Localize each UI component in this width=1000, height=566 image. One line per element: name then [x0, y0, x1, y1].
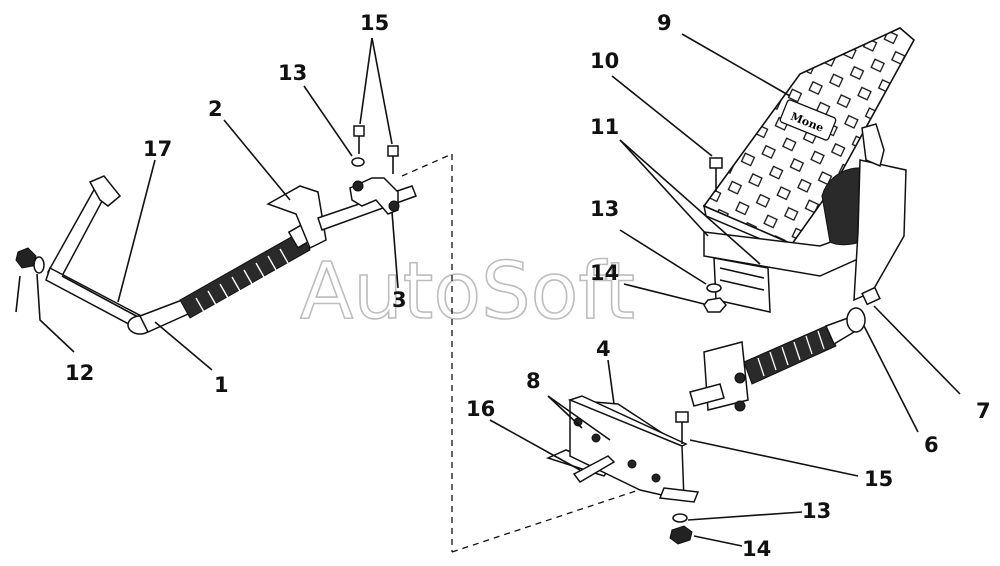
- callout-3: 3: [392, 288, 407, 312]
- leader-lines-right: [489, 33, 961, 547]
- rod-end-1: [127, 299, 189, 335]
- callout-8: 8: [526, 369, 541, 393]
- lever-arm-17: [45, 175, 146, 332]
- watermark: AutoSoft: [300, 247, 635, 337]
- callout-2: 2: [208, 97, 223, 121]
- spring-assembly: [689, 286, 881, 412]
- callout-15-right: 15: [864, 467, 893, 491]
- bracket-2: [266, 185, 327, 250]
- callout-15-top: 15: [360, 11, 389, 35]
- clamp-3: [349, 177, 400, 215]
- nut-washer-12: [15, 247, 45, 274]
- callout-13-mid: 13: [590, 197, 619, 221]
- callout-12: 12: [65, 361, 94, 385]
- bracket-4: [545, 395, 700, 503]
- leader-lines-left: [15, 37, 399, 371]
- callout-13-top: 13: [278, 61, 307, 85]
- rubber-boot: [179, 221, 317, 319]
- callout-7: 7: [976, 399, 991, 423]
- callout-4: 4: [596, 337, 611, 361]
- bolt-15-right: [675, 411, 689, 444]
- callout-11: 11: [590, 115, 619, 139]
- nut-washer-mid: [703, 283, 727, 313]
- callout-1: 1: [214, 373, 229, 397]
- callout-14-bottom: 14: [742, 537, 771, 561]
- dashed-boundary: [401, 153, 676, 553]
- bolts-15-top: [351, 125, 399, 174]
- pedal-housing: [703, 123, 907, 313]
- callout-9: 9: [657, 11, 672, 35]
- callout-13-bottom: 13: [802, 499, 831, 523]
- bolt-10: [709, 157, 723, 192]
- callout-6: 6: [924, 433, 939, 457]
- callout-16: 16: [466, 397, 495, 421]
- callout-17: 17: [143, 137, 172, 161]
- callout-labels: 17 2 13 15 3 12 1 9 10 11 13 14 4 8 16 7…: [65, 11, 991, 561]
- callout-10: 10: [590, 49, 619, 73]
- callout-14-mid: 14: [590, 261, 619, 285]
- nut-washer-bottom: [669, 513, 693, 545]
